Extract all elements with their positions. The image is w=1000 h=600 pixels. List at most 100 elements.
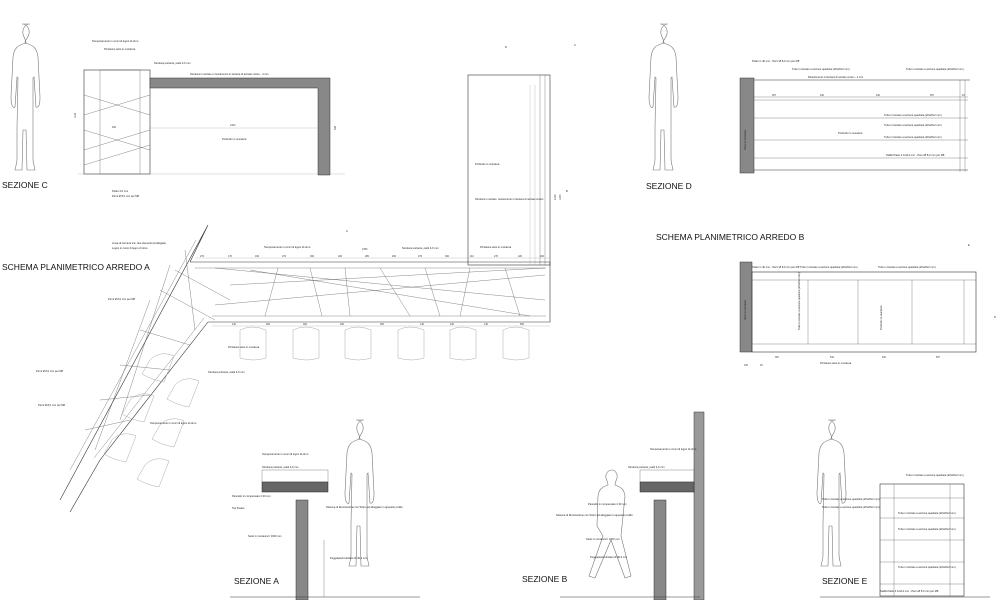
note-sa-sistema: Sistema di illuminazione con Strip Led a… bbox=[326, 505, 403, 509]
marker-c-top: C bbox=[574, 43, 576, 47]
plan-a: 270 170 190 270 300 220 280 200 270 300 … bbox=[2, 224, 551, 513]
dim-a-total: 2780 bbox=[362, 248, 368, 251]
note-b-tubo1: Tubo in Acciaio a sezione quadrata (20x2… bbox=[800, 265, 858, 269]
dim-a-top-4: 300 bbox=[310, 255, 315, 258]
title-schema-a: SCHEMA PLANIMETRICO ARREDO A bbox=[2, 262, 150, 272]
dim-a-top-13: 200 bbox=[540, 255, 545, 258]
note-d-tubo1: Tubo in Acciaio a sezione quadrata (20x2… bbox=[792, 67, 850, 71]
note-b-profondo: Profondo in muratura bbox=[879, 305, 883, 330]
elevation-strip: Profondo in muratura Struttura in acciai… bbox=[467, 43, 576, 266]
section-b: Tamponamento in conci di legno di olmo S… bbox=[522, 411, 705, 600]
human-figure-c bbox=[10, 23, 41, 171]
note-b-setto: Setto in muratura bbox=[743, 300, 747, 320]
note-sb-pannello: Pannello in compensato 4 30 mm bbox=[588, 502, 627, 506]
note-c-pinzatura: Pinzatura setto in muratura bbox=[104, 47, 136, 51]
counter-top-a bbox=[261, 481, 329, 493]
note-a-perno: Perni Ø 8,0 mm per M8 bbox=[108, 297, 136, 301]
dim-200: 200 bbox=[112, 126, 117, 129]
dim-a-bot-8: 500 bbox=[520, 323, 525, 326]
note-sa-struttura: Struttura portante, piatti 4-6 mm bbox=[262, 465, 299, 469]
counter-top-b bbox=[639, 481, 695, 493]
note-d-rivest: Rivestimento in lamiera di acciaio corte… bbox=[808, 75, 863, 79]
dim-b-3: 567 bbox=[936, 356, 941, 359]
dim-a-top-10: 110 bbox=[470, 255, 474, 258]
marker-e: E bbox=[968, 243, 970, 247]
dim-a-top-2: 190 bbox=[255, 255, 260, 258]
note-strip-rivest: Struttura in acciaio, rivestimento in la… bbox=[475, 197, 544, 201]
human-figure-b bbox=[588, 469, 632, 579]
dim-d-4: 40 bbox=[962, 94, 965, 97]
dim-v-2130: 2130 bbox=[554, 194, 557, 200]
dim-a-top-8: 270 bbox=[418, 255, 423, 258]
note-c-perno: Perni Ø 8,0 mm per M8 bbox=[112, 194, 140, 198]
note-a-tamponamento: Tamponamento in conci di legno di olmo bbox=[264, 245, 311, 249]
dim-a-bot-5: 140 bbox=[420, 323, 425, 326]
note-d-piatto: Piatto in 40 mm - Perni Ø 8,0 mm per M8 bbox=[752, 59, 800, 63]
corten-shelf-c bbox=[149, 77, 331, 176]
title-sezione-d: SEZIONE D bbox=[646, 181, 692, 191]
plan-a-outline bbox=[190, 261, 551, 323]
dim-d-0: 387 bbox=[772, 94, 777, 97]
chairs-row bbox=[103, 326, 530, 488]
dim-a-top-5: 220 bbox=[338, 255, 343, 258]
note-b-pinzatura: Pinzatura setto in muratura bbox=[820, 361, 852, 365]
wall-b-section bbox=[693, 411, 705, 600]
note-sb-setto: Setto in muratura h 1000 mm bbox=[586, 537, 620, 541]
dim-a-top-3: 270 bbox=[282, 255, 287, 258]
dim-300: 300 bbox=[334, 125, 337, 130]
wall-d bbox=[739, 77, 755, 174]
note-b-piatto: Piatto in 40 mm - Perni Ø 8,0 mm per M8 bbox=[752, 265, 800, 269]
note-c-tamponamento: Tamponamento in conci di legno di olmo bbox=[92, 39, 139, 43]
title-sezione-c: SEZIONE C bbox=[2, 180, 48, 190]
plan-b: Setto in muratura Piatto in 40 mm - Pern… bbox=[656, 232, 996, 367]
dim-b-2: 610 bbox=[882, 356, 887, 359]
dim-a-top-11: 270 bbox=[494, 255, 499, 258]
note-d-tubo3: Tubo in Acciaio a sezione quadrata (20x2… bbox=[884, 113, 942, 117]
dim-d-3: 567 bbox=[930, 94, 935, 97]
note-sa-top: Top fissato bbox=[232, 506, 245, 510]
dim-a-top-12: 220 bbox=[518, 255, 523, 258]
note-sb-tamponamento: Tamponamento in conci di legno di olmo bbox=[650, 447, 697, 451]
note-d-setto: Setto in muratura bbox=[743, 130, 747, 150]
note-b-tubo3: Tubo in Acciaio a sezione quadrata (20x2… bbox=[797, 272, 801, 330]
note-a-tamponamento2: Tamponamento in conci di legno di olmo bbox=[150, 421, 197, 425]
note-c-piatto: Piatto 4-6 mm bbox=[112, 189, 128, 193]
note-a-struttura: Struttura portante, piatti 4-6 mm bbox=[402, 246, 439, 250]
dim-b-0: 387 bbox=[775, 356, 780, 359]
section-c: 2100 200 1120 300 Tamponamento in conci … bbox=[2, 23, 345, 198]
note-sb-poggiapiedi: Poggiapiedi tubolare Ø 40,0 mm bbox=[590, 555, 627, 559]
note-a-legno: Legno in conci di legno di olmo bbox=[112, 246, 148, 250]
title-sezione-b: SEZIONE B bbox=[522, 574, 568, 584]
note-se-tubo1: Tubo in Acciaio a sezione quadrata (20x2… bbox=[906, 473, 964, 477]
marker-d-top: D bbox=[505, 45, 507, 49]
dim-a-bot-2: 300 bbox=[303, 323, 308, 326]
note-a-pinzatura2: Pinzatura setto in muratura bbox=[228, 345, 260, 349]
section-e: Tubo in Acciaio a sezione quadrata (20x2… bbox=[816, 419, 990, 598]
dim-a-bot-0: 410 bbox=[232, 323, 237, 326]
note-a-perno3: Perni Ø 8,0 mm per M8 bbox=[38, 403, 66, 407]
human-figure-d bbox=[648, 23, 679, 171]
dim-a-bot-7: 140 bbox=[484, 323, 489, 326]
dim-a-top-0: 270 bbox=[200, 255, 205, 258]
note-se-tubo4: Tubo in Acciaio a sezione quadrata (20x2… bbox=[898, 511, 956, 515]
note-a-struttura2: Struttura portante, piatti 4-6 mm bbox=[208, 370, 245, 374]
human-figure-e bbox=[816, 419, 847, 567]
dim-v-1340: 1340 bbox=[559, 194, 562, 200]
note-se-tubo5: Tubo in Acciaio a sezione quadrata (20x2… bbox=[898, 527, 956, 531]
note-se-tubo6: Tubo in Acciaio a sezione quadrata (20x2… bbox=[898, 565, 956, 569]
marker-b-mid: B bbox=[566, 189, 568, 193]
dim-b-1: 610 bbox=[830, 356, 835, 359]
note-sa-tamponamento: Tamponamento in conci di legno di olmo bbox=[262, 452, 309, 456]
note-c-struttura: Struttura portante, piatti 4-6 mm bbox=[154, 61, 191, 65]
note-a-perno2: Perni Ø 8,0 mm per M8 bbox=[36, 369, 64, 373]
note-b-tubo2: Tubo in Acciaio a sezione quadrata (20x2… bbox=[878, 265, 936, 269]
note-sa-setto: Setto in muratura h 1000 mm bbox=[248, 534, 282, 538]
dim-b-left-0: 150 bbox=[744, 364, 749, 367]
dim-a-top-9: 300 bbox=[445, 255, 450, 258]
title-sezione-a: SEZIONE A bbox=[234, 576, 279, 586]
note-d-tubo5: Tubo in Acciaio a sezione quadrata (20x2… bbox=[884, 135, 942, 139]
note-sa-pannello: Pannello in compensato 4 30 mm bbox=[232, 494, 271, 498]
note-sb-sistema: Sistema di illuminazione con Strip Led a… bbox=[556, 513, 633, 517]
dim-1120: 1120 bbox=[74, 112, 77, 118]
